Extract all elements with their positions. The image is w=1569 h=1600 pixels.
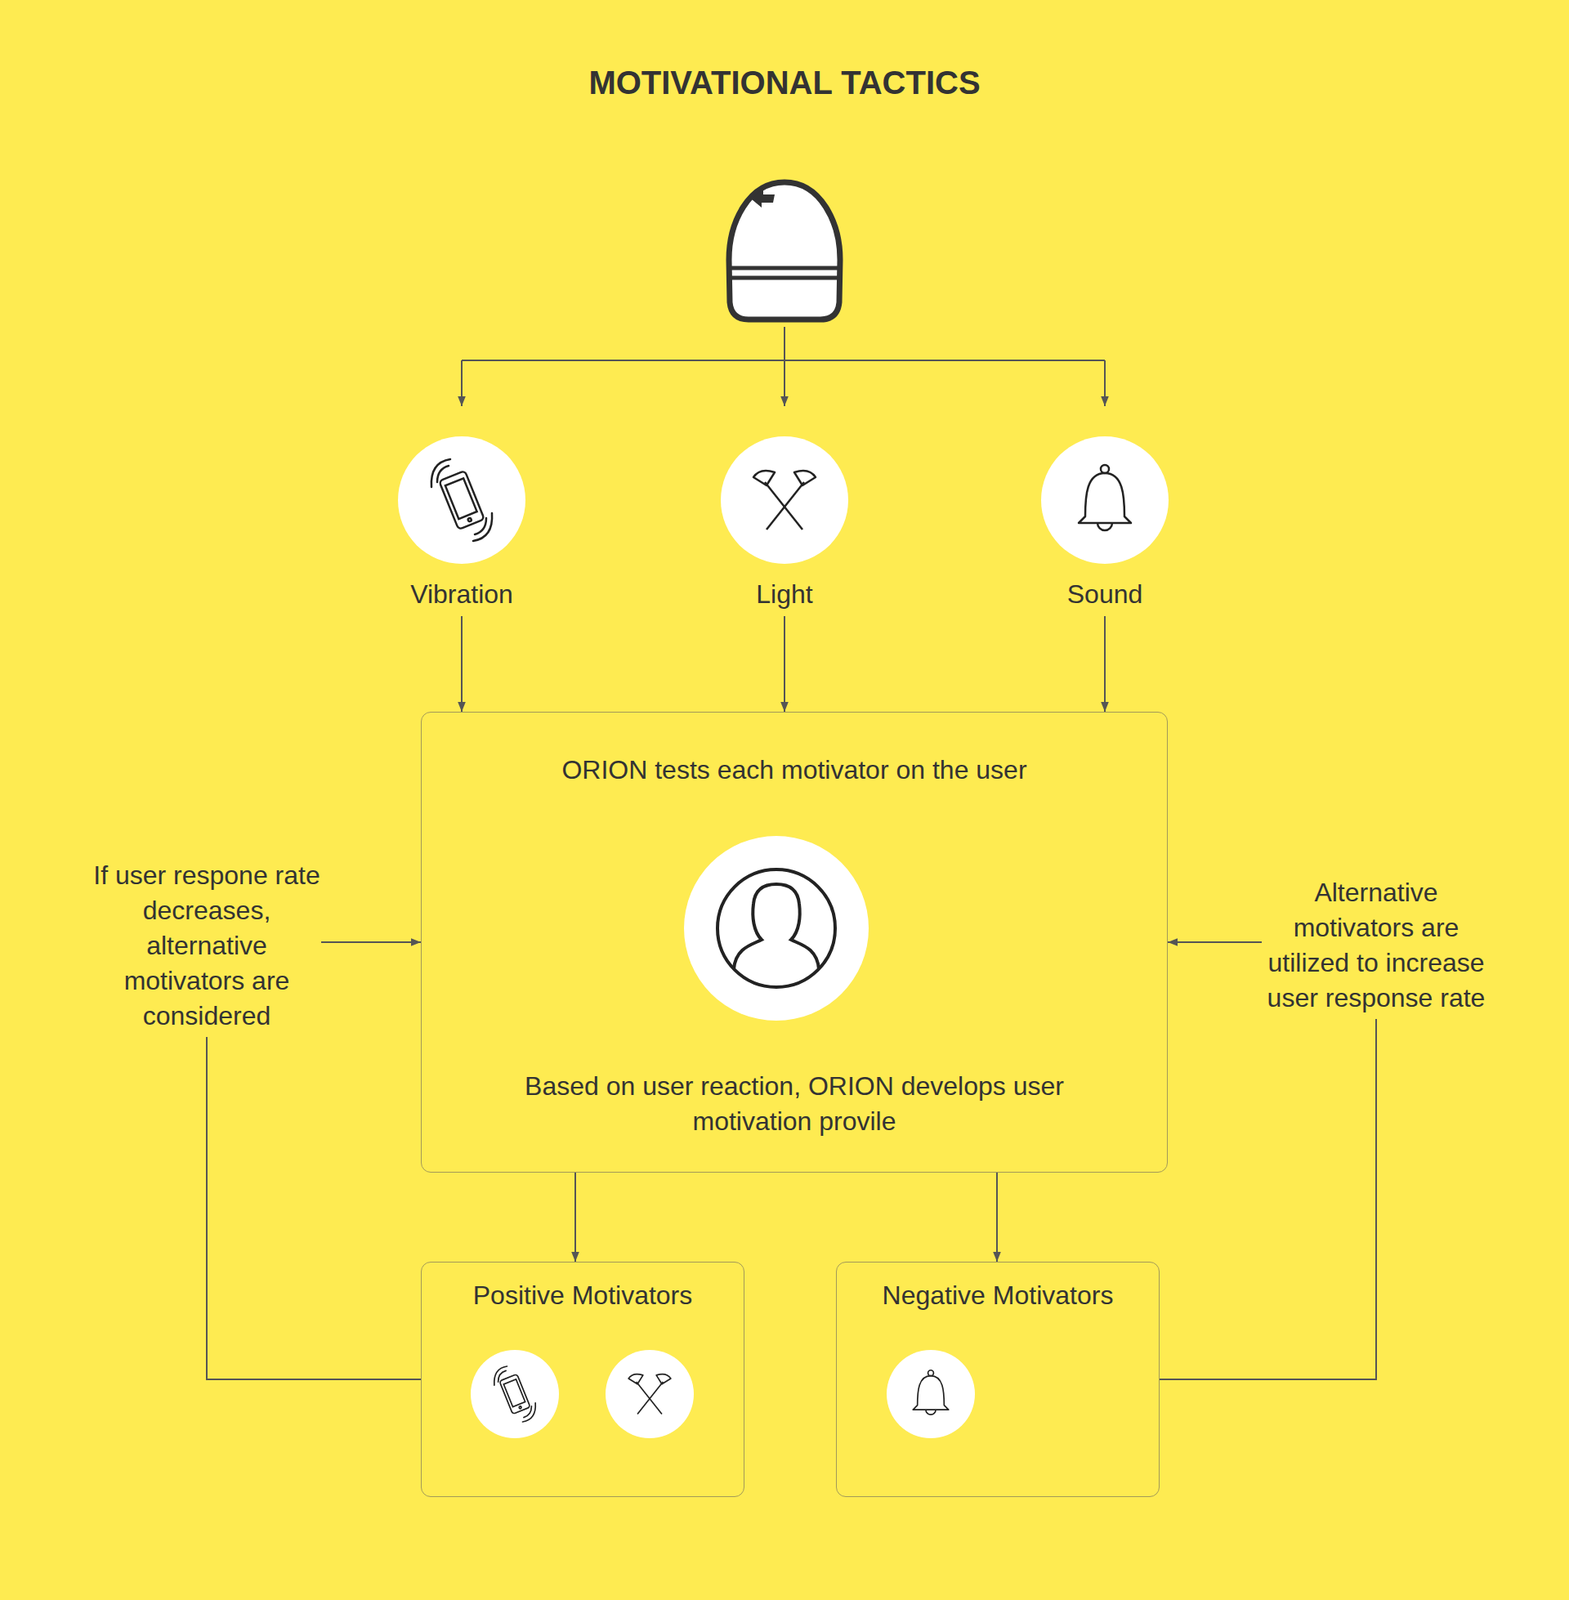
node-heading: Vibration <box>410 576 514 613</box>
motivator-icon <box>397 436 1169 564</box>
process-box: ORION tests each motivator on the userBa… <box>420 711 1168 1173</box>
node-heading: Negative Motivators <box>882 1278 1114 1314</box>
diagram-title: MOTIVATIONAL TACTICS <box>0 63 1569 102</box>
device-connector <box>461 326 1105 407</box>
motivator-icon <box>470 1349 975 1439</box>
edge-label: If user respone rate decreases, alternat… <box>92 854 322 1038</box>
edge-label: Alternative motivators are utilized to i… <box>1261 871 1491 1020</box>
node-heading: Positive Motivators <box>473 1278 693 1314</box>
flow-connector <box>574 1172 577 1262</box>
flow-connector <box>783 616 786 712</box>
user-icon <box>683 835 869 1021</box>
motivator-group-box: Positive Motivators <box>420 1261 745 1498</box>
motivator-circle: Vibration <box>379 436 544 617</box>
node-heading: Sound <box>1067 576 1144 613</box>
flow-connector <box>996 1172 998 1262</box>
flow-connector <box>460 616 463 712</box>
motivator-group-box: Negative Motivators <box>835 1261 1160 1498</box>
orion-device <box>728 182 841 320</box>
motivator-circle: Light <box>702 436 867 617</box>
node-body: Based on user reaction, ORION develops u… <box>524 1068 1064 1140</box>
node-heading: ORION tests each motivator on the user <box>561 752 1027 788</box>
motivator-circle: Sound <box>1023 436 1187 617</box>
node-heading: Light <box>755 576 813 613</box>
flow-connector <box>1104 616 1106 712</box>
